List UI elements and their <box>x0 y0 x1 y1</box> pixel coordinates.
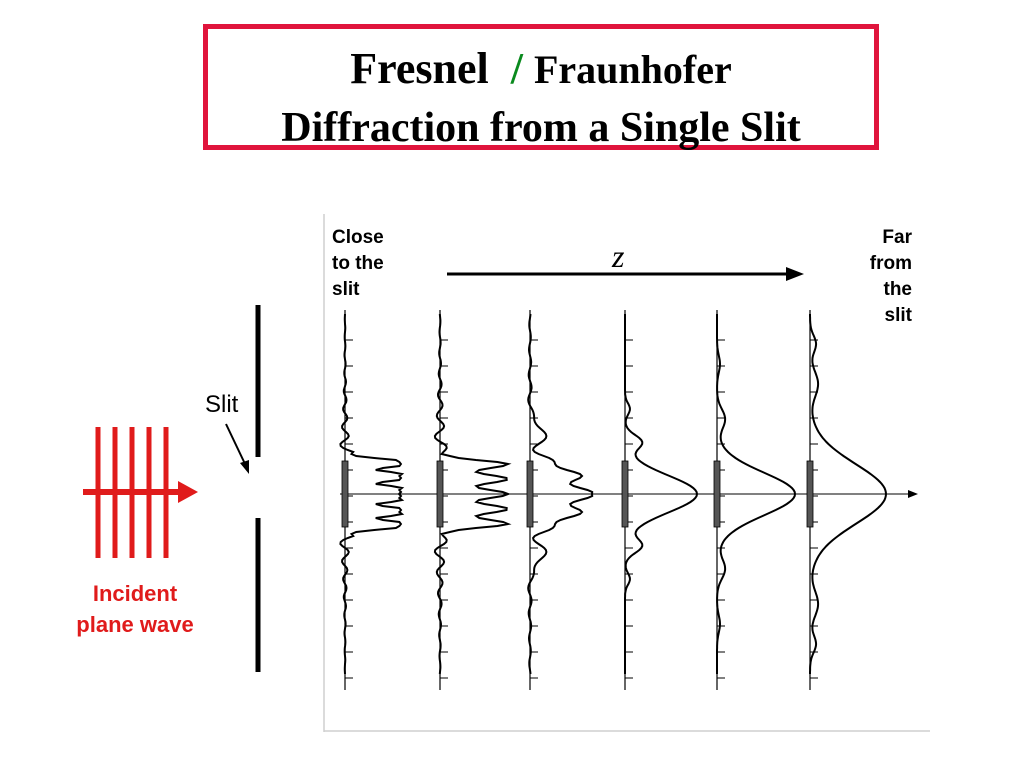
title-fresnel: Fresnel <box>350 44 489 93</box>
far-label-line: from <box>869 253 912 274</box>
intensity-profile <box>809 314 888 674</box>
close-label-line: Close <box>332 227 384 248</box>
intensity-profile <box>716 314 797 674</box>
slit-pointer-line <box>225 423 247 467</box>
close-label-line: to the <box>332 253 384 274</box>
aperture-mark <box>436 460 444 528</box>
far-label-line: slit <box>884 305 912 326</box>
aperture-mark <box>341 460 349 528</box>
slit-label: Slit <box>205 391 239 418</box>
title-box: Fresnel / Fraunhofer Diffraction from a … <box>203 24 879 151</box>
intensity-profile <box>433 313 512 675</box>
close-label-line: slit <box>332 279 360 300</box>
slit-pointer-head <box>240 460 249 474</box>
incident-plane-wave-label: Incident plane wave <box>40 578 230 640</box>
far-from-slit-label: Far from the slit <box>852 225 912 329</box>
aperture-mark <box>621 460 629 528</box>
title-line-2: Diffraction from a Single Slit <box>281 105 801 151</box>
incident-arrow-head <box>178 481 198 503</box>
close-to-slit-label: Close to the slit <box>332 225 384 303</box>
incident-label-line: Incident <box>92 581 178 606</box>
far-label-line: the <box>883 279 913 300</box>
aperture-mark <box>806 460 814 528</box>
intensity-profile <box>339 313 405 675</box>
aperture-mark <box>713 460 721 528</box>
incident-label-line: plane wave <box>76 612 194 637</box>
intensity-profile <box>527 313 594 675</box>
intensity-profile <box>624 314 699 674</box>
title-line-1: Fresnel / Fraunhofer <box>208 47 874 92</box>
far-label-line: Far <box>882 227 912 248</box>
title-fraunhofer: Fraunhofer <box>533 47 732 92</box>
z-axis-label: z <box>612 238 625 274</box>
optical-axis-head <box>908 490 918 498</box>
title-slash: / <box>510 44 523 93</box>
aperture-mark <box>526 460 534 528</box>
diffraction-profiles <box>339 310 888 690</box>
z-arrow-head <box>786 267 804 281</box>
